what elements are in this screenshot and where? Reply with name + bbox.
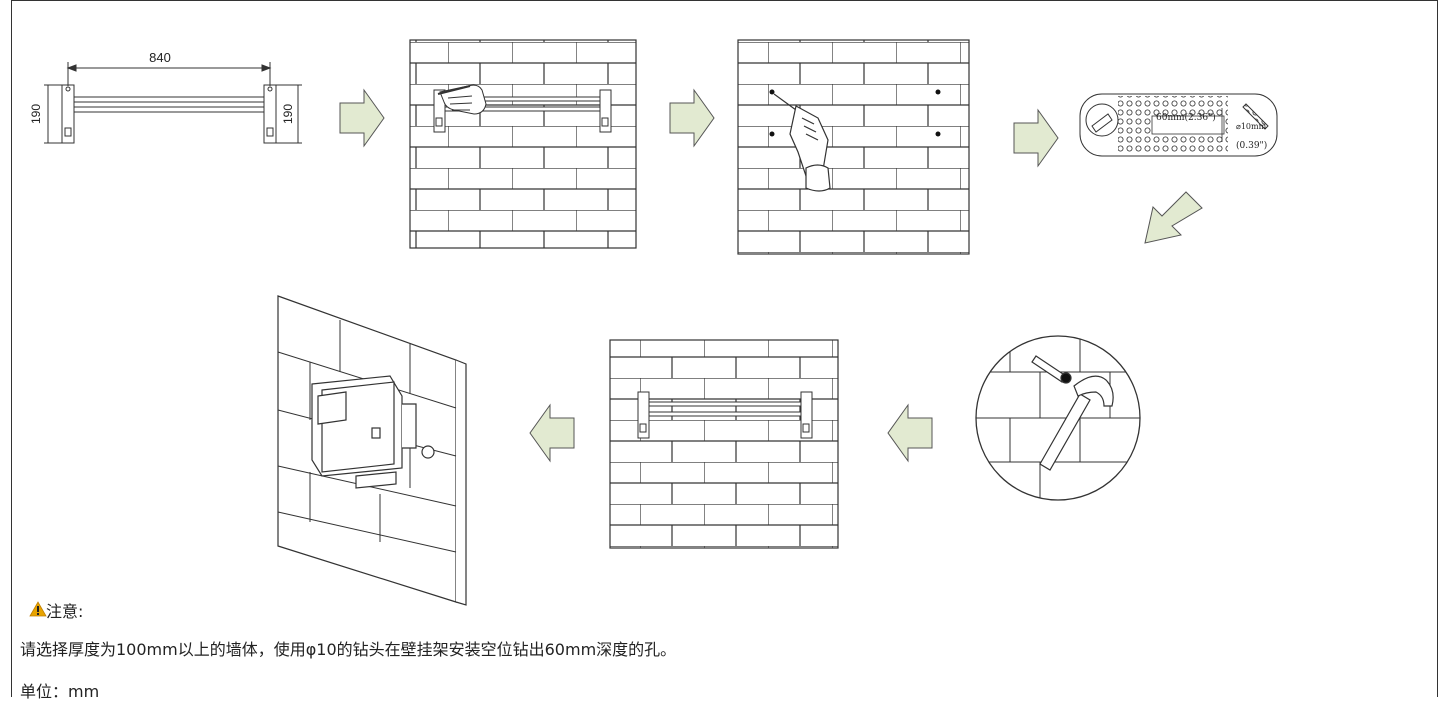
dim-height-left-label: 190 [29,104,43,124]
step-arrow-right-2 [669,88,715,148]
step-arrow-left-2 [529,403,575,463]
diagram-frame [11,0,1438,697]
brick-wall-bracket-mounted [609,339,839,549]
hammer-anchor-detail [975,335,1141,501]
drill-depth-label: 60mm(2.36") [1156,112,1216,123]
warning-icon [29,601,47,617]
dim-height-right-label: 190 [281,104,295,124]
step-arrow-right-3 [1013,108,1059,168]
bracket-dimension-drawing [44,62,302,144]
brick-wall-mark-holes [409,39,637,249]
dim-width-label: 840 [149,50,171,65]
unit-label: 单位：mm [20,682,100,701]
notice-body: 请选择厚度为100mm以上的墙体，使用φ10的钻头在壁挂架安装空位钻出60mm深… [20,640,677,659]
drill-diameter-inch-label: (0.39") [1236,140,1267,151]
drill-diameter-label: ⌀10mm [1236,122,1267,131]
notice-title: 注意: [20,598,83,622]
brick-wall-drilling [737,39,970,255]
notice-title-text: 注意: [46,602,84,621]
step-arrow-diagonal [1144,191,1203,244]
step-arrow-left-1 [887,403,933,463]
inverter-mounted-wall [277,295,467,606]
step-arrow-right-1 [339,88,385,148]
drill-hole-detail [1079,93,1278,157]
